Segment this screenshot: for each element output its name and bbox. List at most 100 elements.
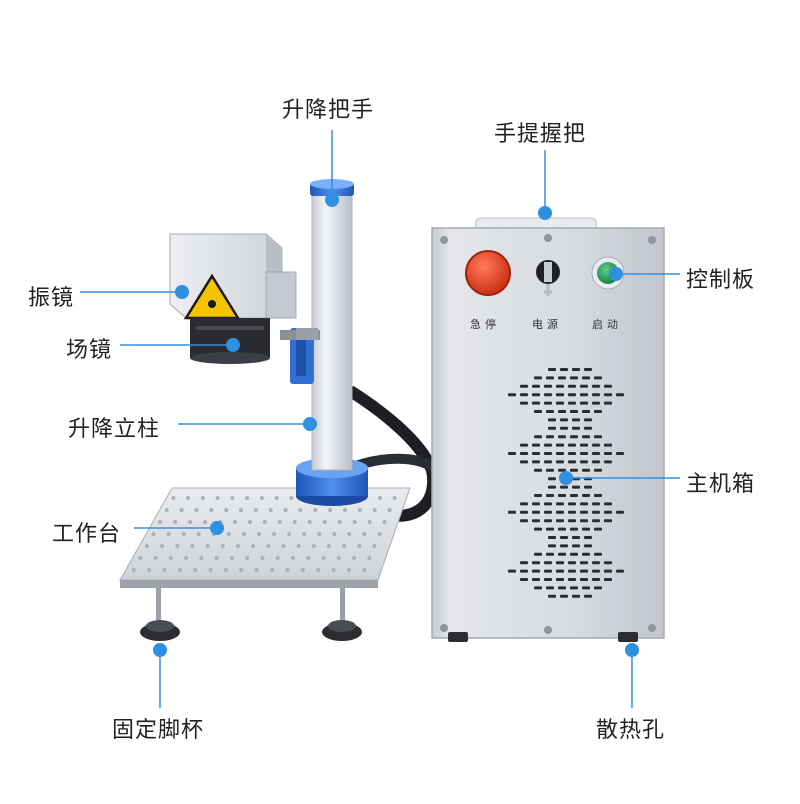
dot-lift-column [303, 417, 317, 431]
worktable-hole [272, 532, 276, 536]
worktable-hole [289, 496, 294, 500]
label-lift-handle: 升降把手 [282, 98, 375, 123]
vent-slot [546, 527, 554, 531]
worktable-hole [357, 544, 362, 548]
worktable-hole [171, 496, 176, 500]
worktable-hole [179, 508, 184, 512]
worktable-hole [226, 532, 231, 536]
vent-slot [556, 401, 564, 405]
worktable-hole [377, 532, 382, 536]
worktable-hole [153, 556, 158, 560]
vent-slot [532, 393, 540, 397]
vent-slot [594, 410, 602, 413]
worktable-hole [298, 508, 303, 512]
vent-slot [548, 426, 556, 430]
vent-slot [560, 594, 568, 598]
vent-slot [568, 452, 576, 455]
dot-field-lens [226, 338, 240, 352]
vent-slot [534, 376, 542, 380]
label-control-panel: 控制板 [686, 268, 756, 293]
worktable-hole [262, 520, 267, 524]
worktable-hole [285, 568, 290, 572]
worktable-hole [346, 568, 351, 572]
vent-slot [592, 561, 600, 565]
worktable-hole [253, 508, 258, 512]
vent-slot [592, 384, 600, 388]
worktable-hole [247, 520, 252, 524]
vent-slot [580, 578, 588, 581]
vent-slot [532, 384, 540, 388]
worktable-hole [223, 568, 228, 572]
dot-worktable [210, 521, 224, 535]
label-field-lens: 场镜 [66, 338, 113, 363]
vent-slot [570, 410, 578, 413]
worktable-hole [181, 532, 186, 536]
vent-slot [534, 494, 542, 497]
vent-slot [556, 578, 564, 581]
vent-slot [592, 393, 600, 397]
worktable-hole [144, 544, 149, 548]
vent-slot [520, 384, 528, 388]
vent-slot [556, 561, 564, 565]
worktable-hole [151, 532, 156, 536]
worktable-hole [387, 508, 392, 512]
vent-slot [582, 586, 590, 590]
worktable-hole [367, 556, 372, 560]
vent-slot [546, 494, 554, 497]
worktable-hole [220, 544, 225, 548]
vent-slot [544, 452, 552, 455]
vent-slot [568, 561, 576, 565]
worktable-hole [190, 544, 195, 548]
worktable-hole [317, 532, 322, 536]
vent-slot [560, 426, 568, 430]
vent-slot [548, 418, 556, 422]
worktable-hole [188, 520, 193, 524]
worktable-hole [200, 496, 205, 500]
vent-holes [508, 368, 624, 598]
vent-slot [556, 519, 564, 523]
worktable-hole [274, 496, 279, 500]
dot-control-panel [609, 267, 623, 281]
vent-slot [534, 435, 542, 439]
worktable-hole [283, 508, 288, 512]
vent-slot [594, 435, 602, 439]
vent-slot [556, 569, 564, 573]
worktable-hole [347, 532, 352, 536]
vent-slot [548, 477, 556, 481]
vent-slot [592, 401, 600, 405]
worktable-hole [175, 544, 180, 548]
worktable-hole [296, 544, 301, 548]
worktable-hole [275, 556, 280, 560]
vent-slot [532, 569, 540, 573]
vent-slot [570, 586, 578, 590]
vent-slot [558, 468, 566, 472]
worktable-hole [257, 532, 261, 536]
vent-slot [580, 393, 588, 397]
label-fixed-feet: 固定脚杯 [112, 718, 205, 743]
worktable-hole [205, 544, 210, 548]
vent-slot [520, 460, 528, 464]
worktable-hole [337, 520, 342, 524]
worktable-hole [362, 568, 367, 572]
vent-slot [558, 527, 566, 531]
vent-slot [532, 578, 540, 581]
worktable-hole [357, 508, 362, 512]
worktable-hole [245, 496, 250, 500]
vent-slot [532, 561, 540, 565]
vent-slot [582, 435, 590, 439]
vent-slot [534, 586, 542, 590]
vent-slot [558, 586, 566, 590]
worktable-hole [291, 556, 295, 560]
worktable-hole [311, 544, 316, 548]
vent-slot [520, 519, 528, 523]
vent-slot [616, 393, 624, 397]
worktable-hole [131, 568, 136, 572]
vent-slot [532, 452, 540, 455]
vent-slot [544, 561, 552, 565]
worktable-hole [307, 520, 312, 524]
vent-slot [548, 536, 556, 539]
worktable-hole [268, 508, 273, 512]
vent-slot [532, 510, 540, 514]
worktable-hole [352, 520, 357, 524]
